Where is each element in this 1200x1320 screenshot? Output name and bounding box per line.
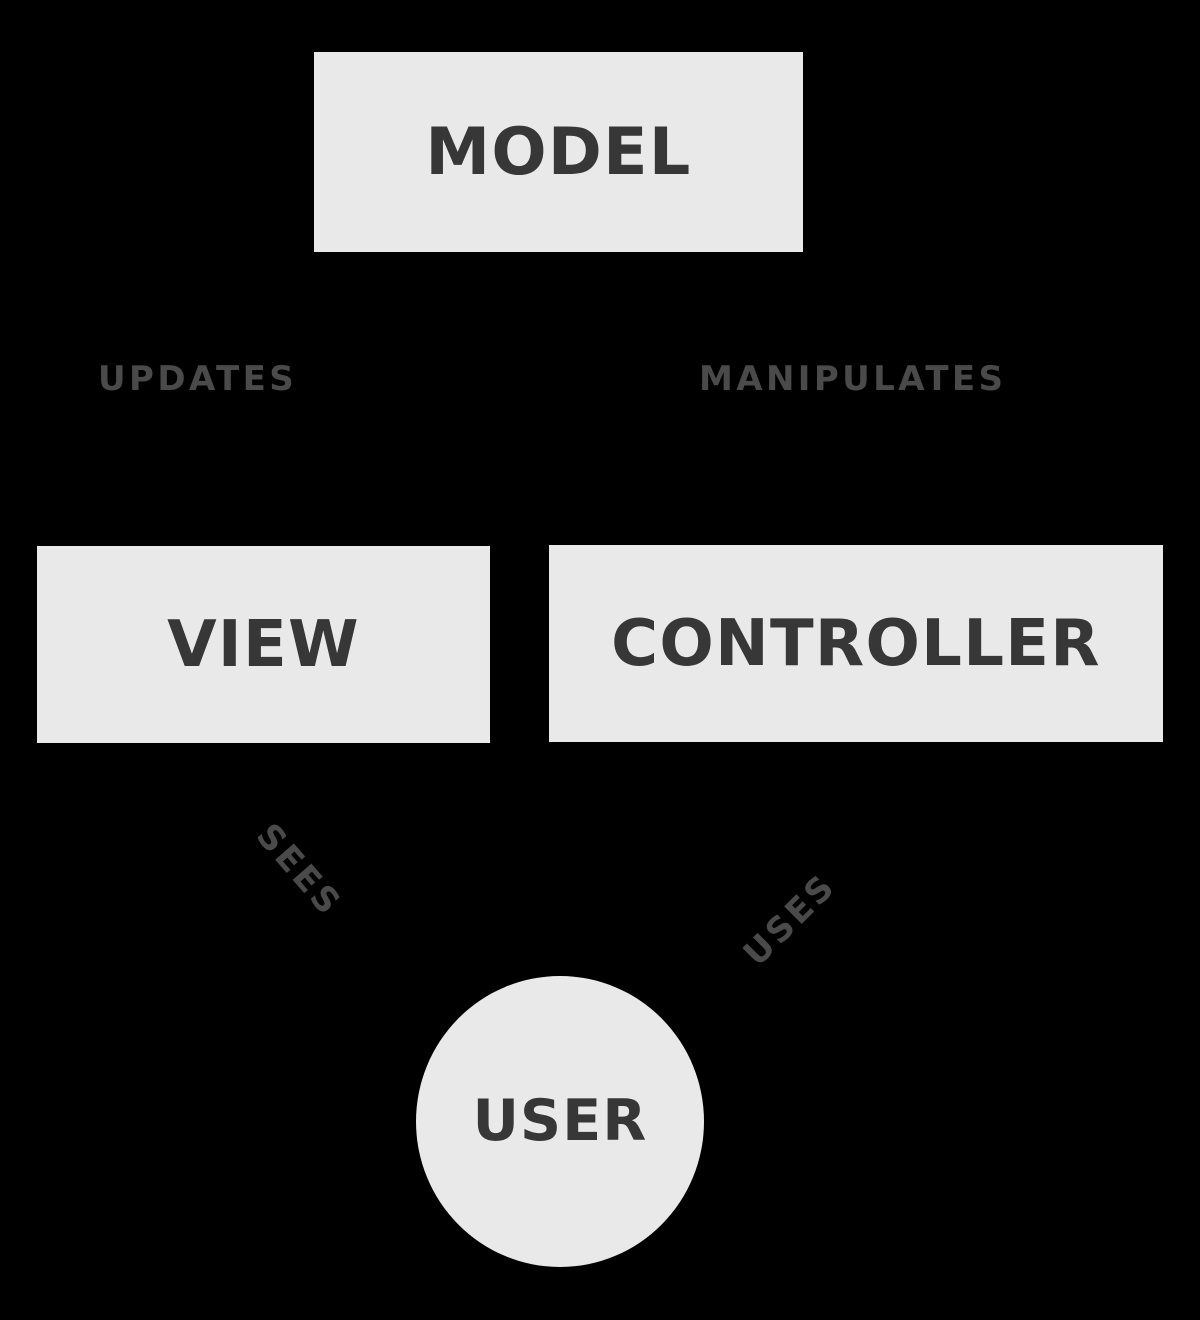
edge-label-uses: USES — [735, 865, 845, 975]
node-controller-label: CONTROLLER — [611, 606, 1101, 681]
edge-label-sees: SEES — [248, 816, 350, 925]
node-controller[interactable]: CONTROLLER — [549, 545, 1163, 742]
edge-label-manipulates: MANIPULATES — [699, 359, 1007, 399]
node-user-label: USER — [472, 1088, 648, 1154]
node-view-label: VIEW — [167, 607, 360, 682]
node-user[interactable]: USER — [416, 976, 704, 1267]
node-model-label: MODEL — [425, 114, 692, 190]
node-view[interactable]: VIEW — [37, 546, 490, 743]
edge-label-updates: UPDATES — [98, 359, 298, 399]
node-model[interactable]: MODEL — [314, 52, 803, 252]
